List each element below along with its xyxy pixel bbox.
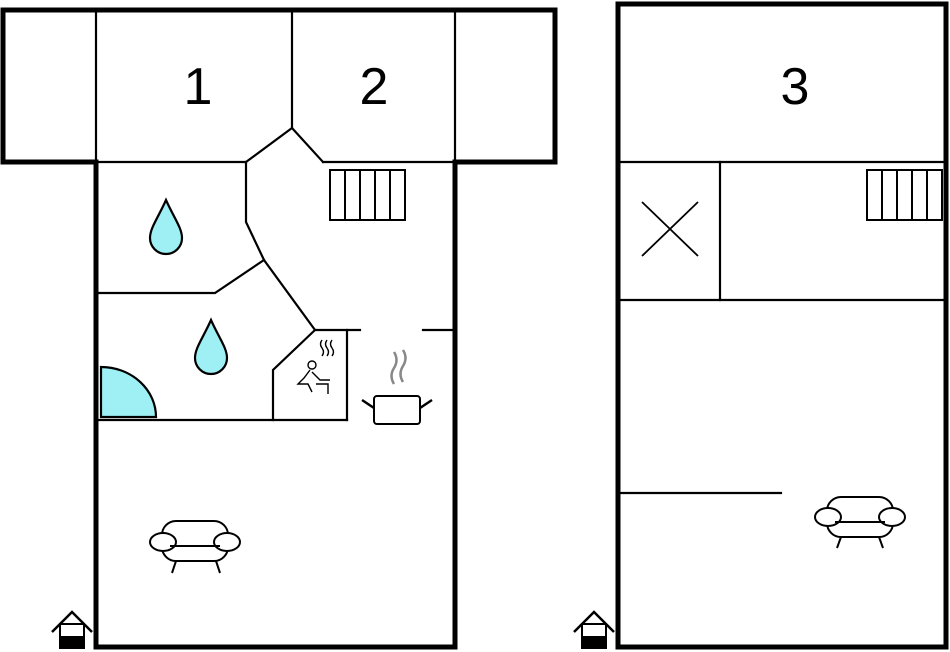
water-drop-icon [193,317,229,376]
stairs-icon [329,169,406,221]
ground-floor-outer-wall [0,7,558,650]
upper-floor-outer-wall [615,1,949,650]
hallway-wall [244,126,325,164]
water-drop-icon [148,197,184,256]
sofa-icon [814,496,906,549]
shower-icon [99,365,158,419]
ground-floor-plan: 1 2 [0,7,558,650]
void-cross-icon [641,201,699,257]
entrance-house-icon [573,610,615,649]
sauna-wall [271,328,317,422]
room-label-2: 2 [360,58,389,116]
sauna-icon [296,339,335,394]
upper-floor-plan: 3 [573,1,949,650]
room-label-1: 1 [184,58,213,116]
sofa-icon [149,520,241,574]
hallway-wall [244,160,317,332]
kitchen-pot-icon [361,349,433,425]
room-label-3: 3 [781,58,810,116]
entrance-house-icon [51,610,93,649]
bathroom-wall [94,258,266,295]
stairs-icon [866,169,943,221]
